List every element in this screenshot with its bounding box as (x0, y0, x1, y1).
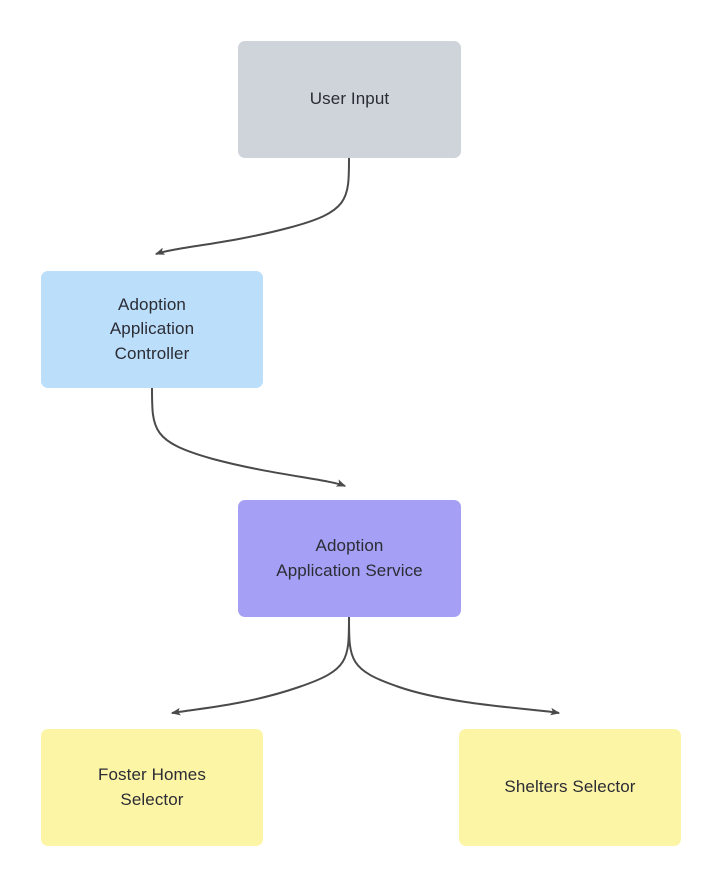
node-label: User Input (309, 89, 390, 109)
node-label: Adoption Application Controller (109, 294, 195, 363)
edge-controller-to-service (151, 387, 347, 487)
edge-service-to-foster-homes (170, 616, 350, 716)
node-user-input[interactable]: User Input (238, 41, 461, 158)
edge-service-to-shelters (348, 616, 561, 716)
node-label: Foster Homes Selector (98, 765, 206, 809)
node-adoption-application-service[interactable]: Adoption Application Service (238, 500, 461, 617)
node-label: Adoption Application Service (276, 536, 423, 580)
node-adoption-application-controller[interactable]: Adoption Application Controller (41, 271, 263, 388)
edge-user-input-to-controller (154, 157, 350, 255)
node-shelters-selector[interactable]: Shelters Selector (459, 729, 681, 846)
node-label: Shelters Selector (504, 777, 636, 797)
node-foster-homes-selector[interactable]: Foster Homes Selector (41, 729, 263, 846)
